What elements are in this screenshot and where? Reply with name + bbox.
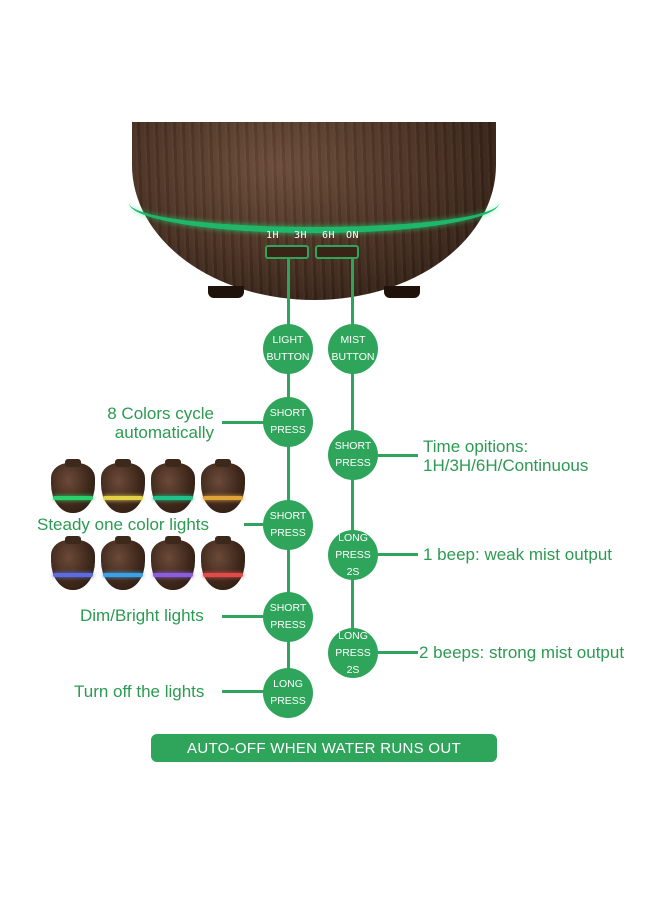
thumbnail-glow bbox=[103, 496, 143, 500]
node-light-button: LIGHT BUTTON bbox=[263, 324, 313, 374]
thumbnail-glow bbox=[153, 573, 193, 577]
connector-colors-cycle bbox=[222, 421, 264, 424]
thumbnail-glow bbox=[203, 573, 243, 577]
thumbnail-glow bbox=[53, 496, 93, 500]
connector-weak bbox=[378, 553, 418, 556]
mist-panel-button bbox=[315, 245, 359, 259]
thumbnail-glow bbox=[103, 573, 143, 577]
node-mist-long-press-2: LONG PRESS 2S bbox=[328, 628, 378, 678]
timer-label-6h: 6H bbox=[322, 230, 336, 241]
thumbnail-glow bbox=[53, 573, 93, 577]
light-column-line bbox=[287, 259, 290, 669]
diffuser-foot bbox=[208, 286, 244, 298]
label-steady-color: Steady one color lights bbox=[37, 515, 209, 534]
node-mist-long-press-1: LONG PRESS 2S bbox=[328, 530, 378, 580]
diffuser-thumbnail bbox=[151, 536, 195, 590]
label-dim-bright: Dim/Bright lights bbox=[80, 606, 204, 625]
diffuser-thumbnail bbox=[101, 536, 145, 590]
diffuser-thumbnail bbox=[201, 536, 245, 590]
label-strong-mist: 2 beeps: strong mist output bbox=[419, 643, 625, 662]
label-weak-mist: 1 beep: weak mist output bbox=[423, 545, 613, 564]
diffuser-thumbnail bbox=[51, 536, 95, 590]
diffuser-thumbnail bbox=[51, 459, 95, 513]
auto-off-banner: AUTO-OFF WHEN WATER RUNS OUT bbox=[151, 734, 497, 762]
diffuser-foot bbox=[384, 286, 420, 298]
connector-off bbox=[222, 690, 264, 693]
diffuser-thumbnail bbox=[201, 459, 245, 513]
thumbnail-glow bbox=[153, 496, 193, 500]
diffuser-thumbnail bbox=[151, 459, 195, 513]
label-time-options: Time opitions: 1H/3H/6H/Continuous bbox=[423, 437, 589, 475]
diffuser-light-ring bbox=[129, 173, 499, 233]
connector-strong bbox=[378, 651, 418, 654]
label-turn-off: Turn off the lights bbox=[74, 682, 205, 701]
node-mist-short-press: SHORT PRESS bbox=[328, 430, 378, 480]
timer-label-on: ON bbox=[346, 230, 360, 241]
node-light-short-press-1: SHORT PRESS bbox=[263, 397, 313, 447]
timer-label-1h: 1H bbox=[266, 230, 280, 241]
node-mist-button: MIST BUTTON bbox=[328, 324, 378, 374]
timer-label-3h: 3H bbox=[294, 230, 308, 241]
connector-steady bbox=[244, 523, 264, 526]
node-light-long-press: LONG PRESS bbox=[263, 668, 313, 718]
node-light-short-press-2: SHORT PRESS bbox=[263, 500, 313, 550]
diffuser-thumbnail bbox=[101, 459, 145, 513]
connector-dim bbox=[222, 615, 264, 618]
light-panel-button bbox=[265, 245, 309, 259]
connector-time bbox=[378, 454, 418, 457]
node-light-short-press-3: SHORT PRESS bbox=[263, 592, 313, 642]
thumbnail-glow bbox=[203, 496, 243, 500]
label-colors-cycle: 8 Colors cycle automatically bbox=[107, 404, 214, 442]
